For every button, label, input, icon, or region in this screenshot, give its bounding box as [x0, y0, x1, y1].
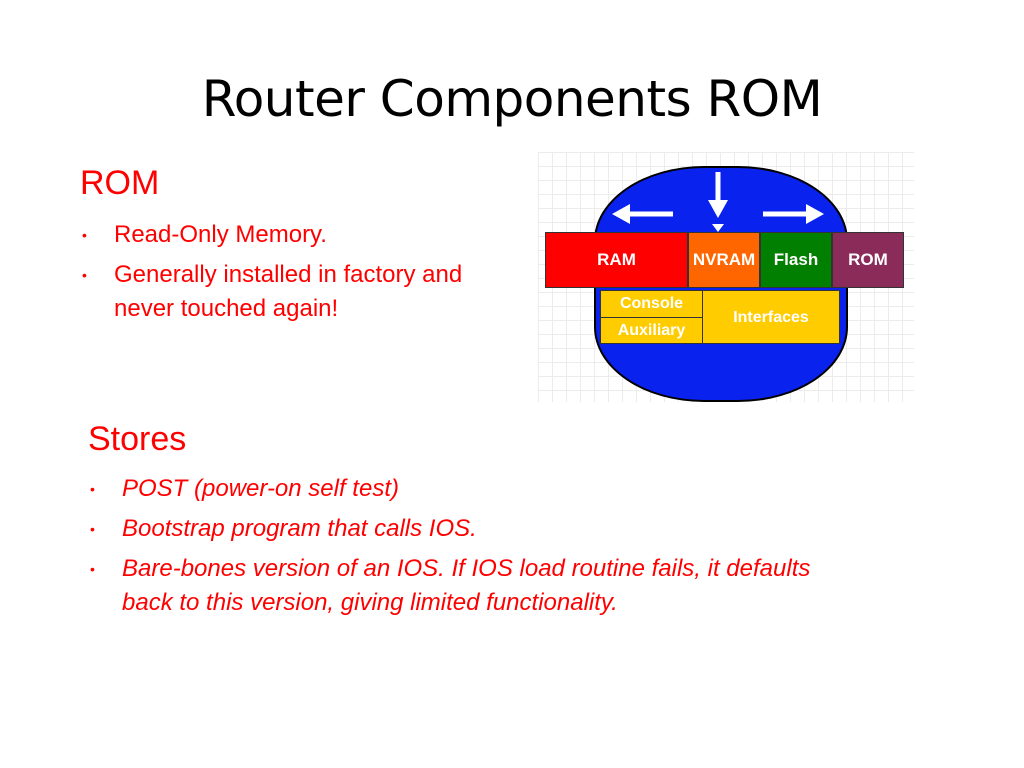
- router-diagram: RAM NVRAM Flash ROM Console Auxiliary In…: [538, 152, 914, 402]
- list-item: • Bootstrap program that calls IOS.: [84, 512, 884, 546]
- stores-bullet-list: • POST (power-on self test) • Bootstrap …: [84, 472, 884, 626]
- bullet-icon: •: [82, 267, 87, 283]
- bullet-text: POST (power-on self test): [122, 475, 399, 502]
- rom-bullet-list: • Read-Only Memory. • Generally installe…: [76, 218, 496, 332]
- router-arrows: [612, 172, 824, 232]
- nvram-component: NVRAM: [688, 232, 760, 288]
- arrow-right-icon: [763, 204, 824, 224]
- bullet-icon: •: [90, 521, 95, 537]
- list-item: • Read-Only Memory.: [76, 218, 496, 252]
- bullet-icon: •: [82, 227, 87, 243]
- arrow-tip-icon: [712, 224, 724, 232]
- auxiliary-port: Auxiliary: [601, 317, 703, 344]
- ports-panel: Console Auxiliary Interfaces: [600, 290, 840, 344]
- list-item: • Generally installed in factory and nev…: [76, 258, 484, 326]
- interfaces-port: Interfaces: [733, 308, 809, 326]
- bullet-text: Generally installed in factory and never…: [114, 261, 463, 322]
- list-item: • Bare-bones version of an IOS. If IOS l…: [84, 552, 862, 620]
- arrow-down-icon: [708, 172, 728, 218]
- ram-component: RAM: [545, 232, 688, 288]
- rom-component: ROM: [832, 232, 904, 288]
- flash-component: Flash: [760, 232, 832, 288]
- bullet-icon: •: [90, 561, 95, 577]
- bullet-text: Read-Only Memory.: [114, 221, 327, 248]
- list-item: • POST (power-on self test): [84, 472, 884, 506]
- arrow-left-icon: [612, 204, 673, 224]
- slide-title: Router Components ROM: [201, 70, 823, 128]
- rom-heading: ROM: [80, 164, 160, 202]
- stores-heading: Stores: [88, 420, 187, 458]
- bullet-text: Bootstrap program that calls IOS.: [122, 515, 477, 542]
- bullet-text: Bare-bones version of an IOS. If IOS loa…: [122, 555, 811, 616]
- console-port: Console: [601, 291, 703, 318]
- bullet-icon: •: [90, 481, 95, 497]
